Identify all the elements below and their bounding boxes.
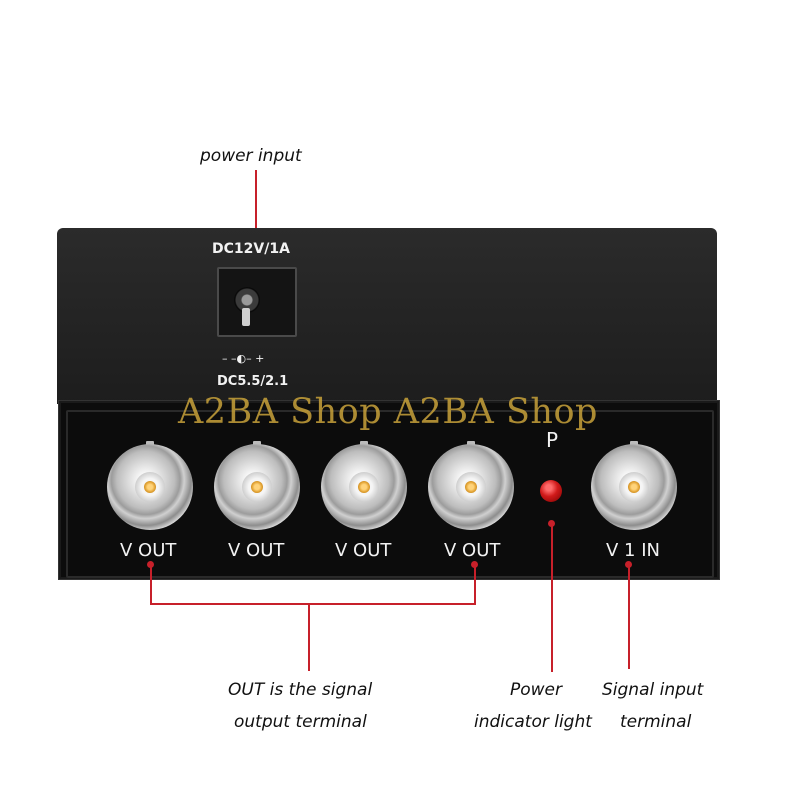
- power-leader-line: [551, 524, 553, 672]
- signal-callout-line2: terminal: [620, 712, 692, 732]
- power-indicator-led: [540, 480, 562, 502]
- power-leader-dot: [548, 520, 555, 527]
- bnc-output-port-2: [214, 444, 300, 530]
- output-bracket-left: [150, 565, 152, 605]
- port-label-2: V OUT: [228, 540, 285, 561]
- output-leader-dot-1: [147, 561, 154, 568]
- output-callout-line2: output terminal: [234, 712, 367, 732]
- bnc-center-pin-icon: [144, 481, 156, 493]
- dc-size-label: DC5.5/2.1: [217, 374, 289, 389]
- signal-leader-line: [628, 565, 630, 669]
- port-label-3: V OUT: [335, 540, 392, 561]
- output-leader-dot-4: [471, 561, 478, 568]
- output-callout-line1: OUT is the signal: [228, 680, 373, 700]
- shop-watermark: A2BA Shop A2BA Shop: [178, 392, 598, 432]
- dc-rating-label: DC12V/1A: [212, 241, 290, 257]
- output-bracket-right: [474, 565, 476, 605]
- power-callout-line2: indicator light: [474, 712, 592, 732]
- port-label-input: V 1 IN: [606, 540, 660, 561]
- port-label-4: V OUT: [444, 540, 501, 561]
- dc-jack-pin-icon: [242, 308, 250, 326]
- bnc-center-pin-icon: [358, 481, 370, 493]
- power-input-leader-line: [255, 170, 257, 236]
- device-top-housing: [57, 228, 717, 404]
- signal-leader-dot: [625, 561, 632, 568]
- dc-polarity-symbol: – –◐– +: [222, 352, 265, 365]
- output-bracket-bar: [150, 603, 476, 605]
- front-panel-bezel: [66, 410, 714, 578]
- signal-callout-line1: Signal input: [602, 680, 704, 700]
- bnc-center-pin-icon: [465, 481, 477, 493]
- port-label-1: V OUT: [120, 540, 177, 561]
- bnc-center-pin-icon: [251, 481, 263, 493]
- bnc-input-port: [591, 444, 677, 530]
- bnc-output-port-3: [321, 444, 407, 530]
- bnc-output-port-4: [428, 444, 514, 530]
- power-input-callout: power input: [200, 146, 302, 166]
- bnc-output-port-1: [107, 444, 193, 530]
- indicator-letter: P: [546, 428, 559, 452]
- power-callout-line1: Power: [510, 680, 563, 700]
- bnc-center-pin-icon: [628, 481, 640, 493]
- output-bracket-stem: [308, 603, 310, 671]
